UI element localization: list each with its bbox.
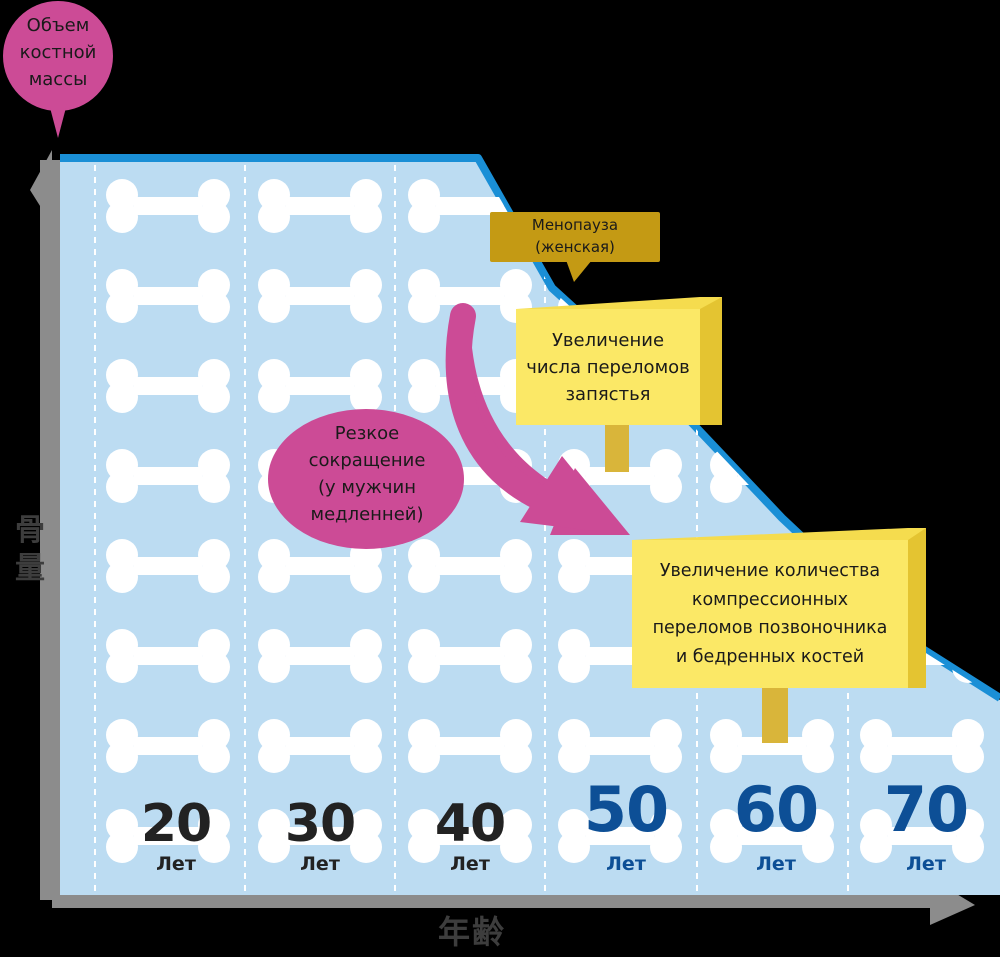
- age-unit: Лет: [450, 853, 490, 875]
- age-unit: Лет: [906, 853, 946, 875]
- spine-line: компрессионных: [691, 589, 849, 610]
- wrist-sign-label: Увеличение числа переломов запястья: [516, 327, 700, 408]
- wrist-fracture-sign: [516, 297, 722, 472]
- age-number: 30: [284, 794, 356, 854]
- spine-fracture-sign: [632, 528, 926, 743]
- bone-icon: [860, 269, 984, 323]
- bone-icon: [710, 359, 834, 413]
- sharp-decline-arrow: [445, 303, 630, 535]
- age-number: 60: [733, 773, 819, 846]
- menopause-tag: [490, 212, 660, 282]
- age-unit: Лет: [156, 853, 196, 875]
- decline-line: сокращение: [308, 450, 426, 471]
- bone-icon: [710, 269, 834, 323]
- y-axis-char: 量: [15, 551, 45, 586]
- age-number: 20: [140, 794, 212, 854]
- age-number: 50: [583, 773, 669, 846]
- y-axis-char: 骨: [15, 513, 45, 548]
- age-number: 40: [434, 794, 506, 854]
- age-number: 70: [883, 773, 969, 846]
- decline-line: медленней): [310, 504, 424, 525]
- wrist-line: запястья: [565, 384, 651, 405]
- spine-line: переломов позвоночника: [652, 618, 888, 638]
- sharp-decline-label: Резкое сокращение (у мужчин медленней): [272, 420, 462, 528]
- bone-icon: [860, 179, 984, 233]
- menopause-line: (женская): [535, 238, 615, 256]
- wrist-line: Увеличение: [551, 330, 665, 351]
- bubble-line: массы: [28, 69, 88, 90]
- age-unit: Лет: [756, 853, 796, 875]
- bubble-line: костной: [19, 42, 97, 63]
- age-unit: Лет: [606, 853, 646, 875]
- y-axis-label: 骨 量: [10, 512, 50, 588]
- bone-mass-bubble-label: Объем костной массы: [8, 12, 108, 93]
- wrist-line: числа переломов: [526, 357, 690, 378]
- age-unit: Лет: [300, 853, 340, 875]
- bone-mass-bubble: [3, 1, 113, 138]
- spine-line: Увеличение количества: [659, 561, 881, 581]
- y-axis-arrow: [30, 150, 62, 900]
- bubble-line: Объем: [26, 15, 90, 36]
- x-axis-label: 年齢: [438, 913, 507, 951]
- bone-icon: [710, 179, 834, 233]
- bone-icon: [860, 449, 984, 503]
- spine-line: и бедренных костей: [675, 646, 865, 667]
- sharp-decline-bubble: [268, 409, 464, 549]
- decline-line: Резкое: [334, 423, 400, 444]
- menopause-label: Менопауза (женская): [490, 214, 660, 258]
- menopause-line: Менопауза: [531, 216, 619, 234]
- spine-sign-label: Увеличение количества компрессионных пер…: [632, 557, 908, 671]
- bone-icon: [860, 359, 984, 413]
- decline-line: (у мужчин: [318, 477, 416, 498]
